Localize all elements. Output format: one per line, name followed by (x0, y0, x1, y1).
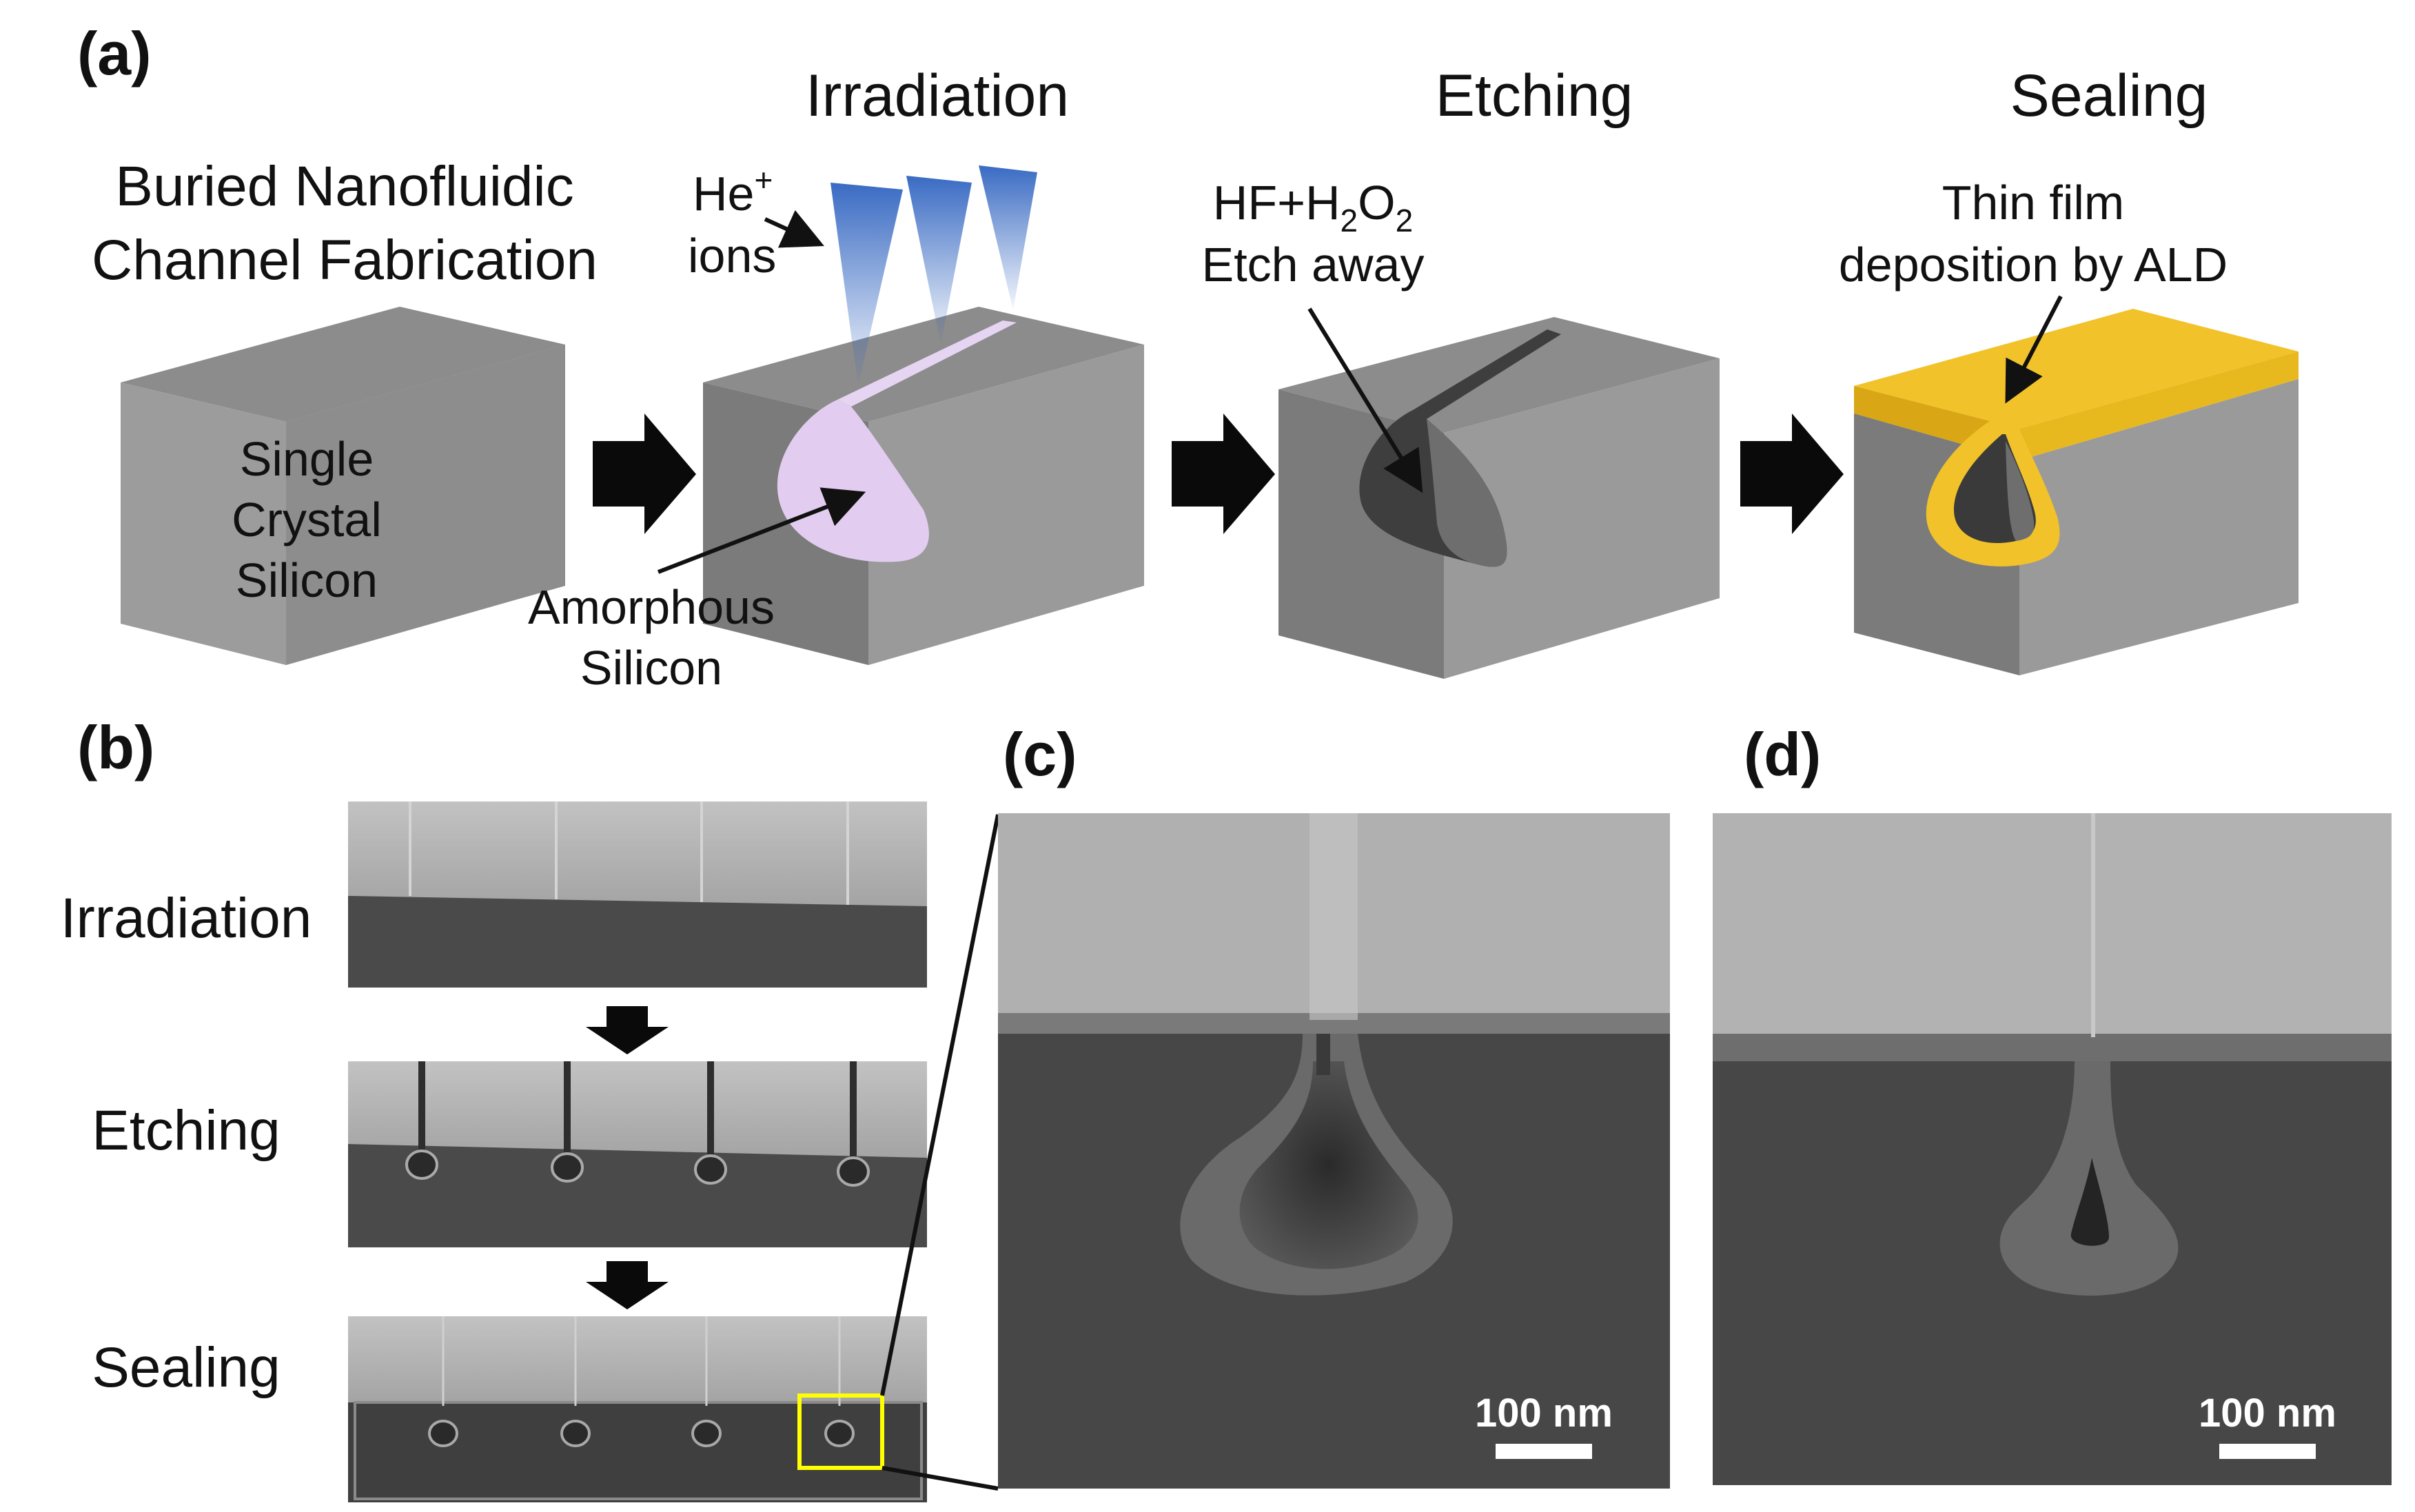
amorphous-pointer-arrow (657, 487, 866, 574)
block1-label-line1: Single (240, 432, 374, 486)
sem-image-sealing (348, 1316, 927, 1502)
panel-a-letter: (a) (77, 19, 152, 88)
intro-title-line2: Channel Fabrication (92, 229, 598, 292)
zoom-highlight-box (797, 1393, 884, 1470)
etch-pointer-arrow (1307, 307, 1423, 493)
amorphous-label-line2: Silicon (580, 641, 722, 695)
block1-label-line3: Silicon (236, 553, 378, 607)
ion-label-ions: ions (688, 229, 776, 283)
b-row-label-irradiation: Irradiation (61, 887, 312, 950)
b-down-arrow-2 (586, 1261, 669, 1309)
silicon-block-irradiated (703, 307, 1144, 665)
process-arrow-3 (1740, 413, 1844, 534)
ald-label-line1: Thin film (1942, 176, 2124, 229)
silicon-block-etched (1278, 317, 1720, 679)
step-title-irradiation: Irradiation (806, 63, 1069, 129)
zoom-line-top (880, 814, 1000, 1396)
silicon-block-initial (121, 307, 565, 665)
scale-label-d: 100 nm (2199, 1391, 2336, 1436)
step-title-sealing: Sealing (2010, 63, 2208, 129)
ald-pointer-arrow (2005, 295, 2063, 404)
process-arrow-2 (1172, 413, 1275, 534)
zoom-line-bottom (882, 1466, 999, 1491)
ion-beams (831, 165, 1037, 386)
etchant-label: HF+H2O2 (1213, 176, 1413, 238)
silicon-block-sealed (1854, 309, 2299, 675)
step-title-etching: Etching (1436, 63, 1633, 129)
sem-image-sealed-closeup (1713, 813, 2392, 1485)
panel-d-letter: (d) (1744, 720, 1821, 788)
sem-image-channel-closeup (998, 813, 1670, 1489)
panel-b-letter: (b) (77, 713, 154, 781)
sem-image-etching (348, 1061, 927, 1247)
scale-label-c: 100 nm (1475, 1391, 1613, 1436)
block1-label-line2: Crystal (232, 493, 382, 546)
etch-away-label: Etch away (1202, 238, 1425, 292)
b-down-arrow-1 (586, 1006, 669, 1054)
ion-label-he: He+ (693, 162, 773, 221)
panel-c-letter: (c) (1003, 720, 1077, 788)
process-arrow-1 (593, 413, 696, 534)
amorphous-region (777, 400, 929, 562)
ald-label-line2: deposition by ALD (1839, 238, 2228, 292)
scale-bar-c (1496, 1444, 1592, 1459)
b-row-label-sealing: Sealing (92, 1336, 281, 1399)
b-row-label-etching: Etching (92, 1099, 281, 1162)
ion-pointer-arrow (764, 210, 824, 248)
etched-trench (1359, 329, 1561, 567)
intro-title-line1: Buried Nanofluidic (115, 155, 574, 218)
amorphous-label-line1: Amorphous (528, 580, 775, 634)
scale-bar-d (2219, 1444, 2316, 1459)
sem-image-irradiation (348, 801, 927, 988)
